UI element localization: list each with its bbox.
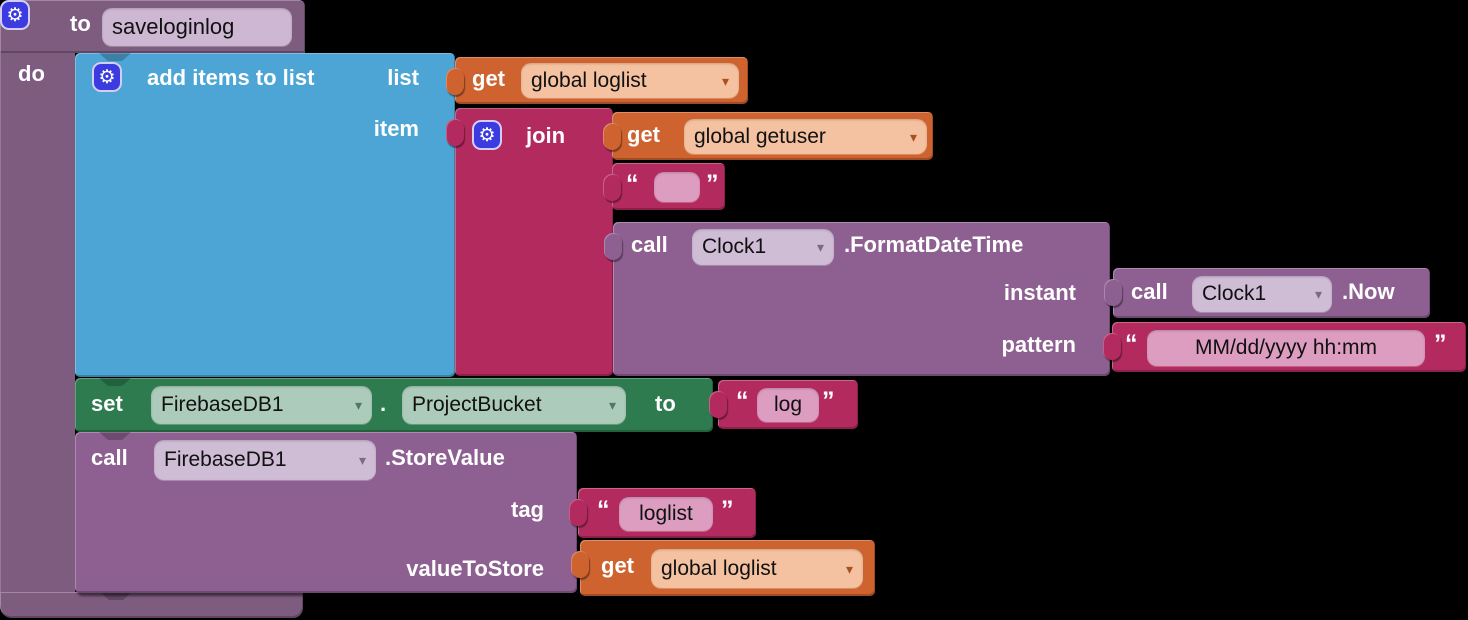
mutator-gear-icon[interactable]: ⚙ [472,120,502,150]
store-value-block[interactable]: call FirebaseDB1 ▾ .StoreValue tag value… [75,432,577,593]
open-quote: “ [1125,330,1138,358]
statement-notch [99,53,131,61]
get-global-loglist-bottom-block[interactable]: get global loglist ▾ [571,540,875,596]
property-dropdown[interactable]: ProjectBucket ▾ [402,386,626,424]
to-label: to [655,391,676,416]
item-input-label: item [373,116,419,141]
procedure-block-spine: do [0,53,75,592]
call-keyword: call [91,445,128,470]
variable-dropdown[interactable]: global loglist ▾ [651,549,863,588]
gear-glyph: ⚙ [478,124,496,146]
statement-notch [99,378,131,386]
component-name: Clock1 [1202,282,1267,305]
call-keyword: call [1131,279,1168,304]
list-input-label: list [387,65,419,90]
mutator-gear-icon[interactable]: ⚙ [92,62,122,92]
pattern-input-label: pattern [1001,332,1076,357]
set-keyword: set [91,391,123,416]
dropdown-arrow-icon: ▾ [358,452,366,468]
dropdown-arrow-icon: ▾ [845,560,853,577]
variable-name: global getuser [694,124,826,148]
variable-name: global loglist [531,68,647,92]
get-keyword: get [627,122,660,147]
gear-glyph: ⚙ [98,66,116,88]
close-quote: ” [721,496,734,524]
procedure-block-bottom [0,592,303,618]
call-keyword: call [631,232,668,257]
procedure-name: saveloginlog [112,14,235,39]
get-global-getuser-block[interactable]: get global getuser ▾ [603,112,933,160]
text-string-empty-block[interactable]: “ ” [603,163,725,210]
text-value: log [773,393,803,416]
dot-separator: . [380,391,387,416]
open-quote: “ [626,170,639,198]
text-value: MM/dd/yyyy hh:mm [1194,336,1378,359]
dropdown-arrow-icon: ▾ [721,72,729,89]
close-quote: ” [1434,330,1447,358]
component-dropdown[interactable]: FirebaseDB1 ▾ [151,386,372,424]
method-label: .Now [1342,279,1395,304]
dropdown-arrow-icon: ▾ [816,239,824,255]
procedure-block-header[interactable]: ⚙ to saveloginlog [0,0,305,53]
get-keyword: get [472,66,505,91]
gear-glyph: ⚙ [6,4,24,26]
method-label: .StoreValue [385,445,505,470]
add-items-to-list-block[interactable]: ⚙ add items to list list item [75,53,455,377]
procedure-name-field[interactable]: saveloginlog [102,8,292,46]
clock-now-block[interactable]: call Clock1 ▾ .Now [1104,268,1430,318]
text-input-field[interactable]: loglist [619,497,713,531]
dropdown-arrow-icon: ▾ [1314,286,1322,302]
tag-input-label: tag [511,497,544,522]
dropdown-arrow-icon: ▾ [909,128,917,145]
variable-name: global loglist [661,556,777,580]
statement-notch [99,432,131,440]
text-string-pattern-block[interactable]: “ MM/dd/yyyy hh:mm ” [1103,322,1466,372]
close-quote: ” [822,387,835,415]
open-quote: “ [736,387,749,415]
method-label: .FormatDateTime [844,232,1024,257]
get-global-loglist-block[interactable]: get global loglist ▾ [446,57,748,104]
join-label: join [526,123,566,148]
component-name: FirebaseDB1 [164,448,287,471]
component-name: Clock1 [702,235,767,258]
procedure-to-label: to [70,11,91,36]
text-input-field[interactable]: log [757,388,819,422]
instant-input-label: instant [1003,280,1076,305]
open-quote: “ [597,496,610,524]
text-input-field[interactable] [654,172,700,202]
variable-dropdown[interactable]: global loglist ▾ [521,63,739,98]
join-block[interactable]: ⚙ join [446,108,613,376]
variable-dropdown[interactable]: global getuser ▾ [684,119,927,154]
component-dropdown[interactable]: Clock1 ▾ [692,229,834,265]
dropdown-arrow-icon: ▾ [354,397,362,413]
mutator-gear-icon[interactable]: ⚙ [0,0,30,30]
property-name: ProjectBucket [412,393,542,416]
statement-notch [100,592,132,600]
component-dropdown[interactable]: FirebaseDB1 ▾ [154,440,376,480]
dropdown-arrow-icon: ▾ [608,397,616,413]
text-string-loglist-block[interactable]: “ loglist ” [569,488,756,538]
component-dropdown[interactable]: Clock1 ▾ [1192,276,1332,312]
set-projectbucket-block[interactable]: set FirebaseDB1 ▾ . ProjectBucket ▾ to [75,378,713,432]
value-to-store-input-label: valueToStore [406,556,544,581]
text-string-log-block[interactable]: “ log ” [709,380,858,429]
format-datetime-block[interactable]: call Clock1 ▾ .FormatDateTime instant pa… [604,222,1110,376]
procedure-do-label: do [18,61,45,86]
add-items-label: add items to list [147,65,315,90]
get-keyword: get [601,553,634,578]
text-input-field[interactable]: MM/dd/yyyy hh:mm [1147,330,1425,366]
component-name: FirebaseDB1 [161,393,284,416]
close-quote: ” [706,170,719,198]
text-value: loglist [639,502,693,525]
